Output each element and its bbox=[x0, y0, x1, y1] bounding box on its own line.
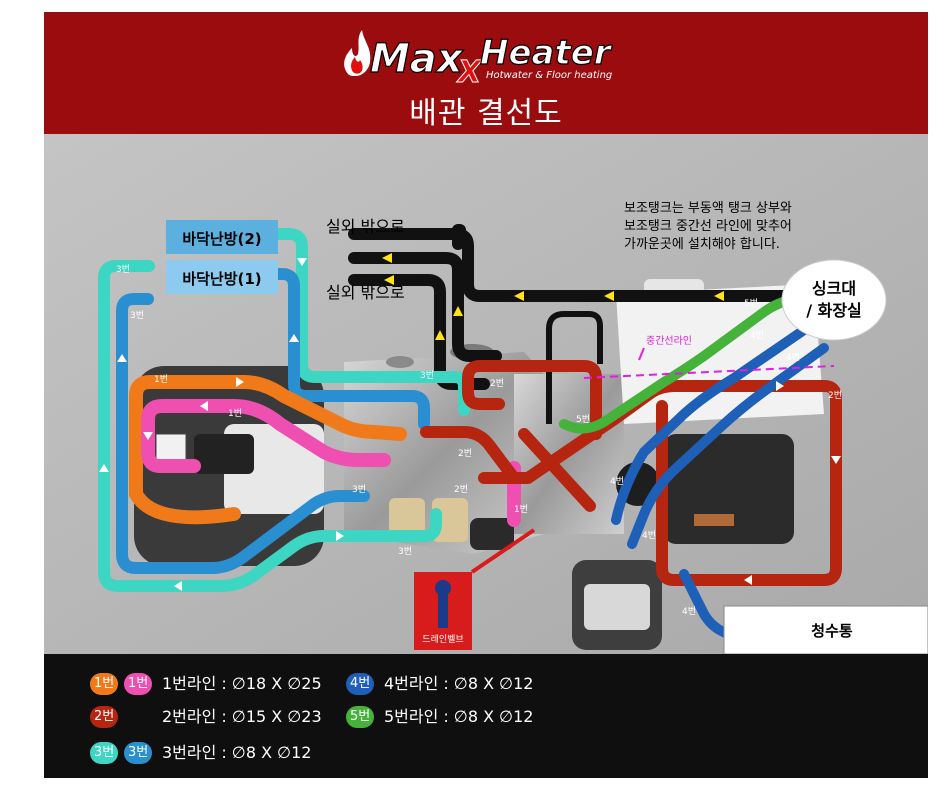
legend-badge-line2: 2번 bbox=[90, 706, 119, 728]
legend-badge-line4: 4번 bbox=[346, 673, 375, 695]
legend-text-line2: 2번라인 : ∅15 X ∅23 bbox=[162, 707, 322, 726]
legend-text-line1: 1번라인 : ∅18 X ∅25 bbox=[162, 674, 322, 693]
label-floor-heating-2: 바닥난방(2) bbox=[182, 230, 261, 248]
tag-line1: 1번 bbox=[514, 504, 528, 515]
drain-valve bbox=[414, 528, 536, 650]
brand-name-max: Max bbox=[370, 36, 464, 82]
tag-line2: 2번 bbox=[490, 378, 504, 389]
flame-icon bbox=[344, 30, 371, 76]
tag-line2: 2번 bbox=[458, 448, 472, 459]
legend-badge-line1-pink: 1번 bbox=[124, 673, 153, 695]
tag-line3: 3번 bbox=[130, 310, 144, 321]
floor-heating-1-box bbox=[166, 260, 278, 294]
label-drain-valve: 드레인벨브 bbox=[422, 634, 463, 645]
line1-orange-pipe bbox=[129, 375, 407, 525]
flow-arrows bbox=[99, 258, 841, 591]
legend-badge-line3-teal: 3번 bbox=[90, 742, 119, 764]
tag-line4: 4번 bbox=[610, 476, 624, 487]
tag-line4: 4번 bbox=[750, 330, 764, 341]
brand-logo: Max X Heater Hotwater & Floor heating bbox=[344, 30, 613, 84]
legend-text-line3: 3번라인 : ∅8 X ∅12 bbox=[162, 743, 312, 762]
piping-diagram-svg: 바닥난방(2) 바닥난방(1) 실외 밖으로 실외 밖으로 보조탱크는 부동액 … bbox=[44, 134, 928, 655]
label-sink-line1: 싱크대 bbox=[812, 279, 856, 298]
legend-panel: 1번 1번 1번라인 : ∅18 X ∅25 4번 4번라인 : ∅8 X ∅1… bbox=[44, 654, 928, 778]
brand-tagline: Hotwater & Floor heating bbox=[486, 70, 612, 81]
tag-line1: 1번 bbox=[154, 374, 168, 385]
diagram-frame: Max X Heater Hotwater & Floor heating 배관… bbox=[44, 12, 928, 778]
floor-heating-2-box bbox=[166, 220, 278, 254]
tag-line2: 2번 bbox=[454, 484, 468, 495]
tag-line3: 3번 bbox=[420, 370, 434, 381]
exhaust-arrows bbox=[382, 253, 724, 340]
label-floor-heating-1: 바닥난방(1) bbox=[182, 270, 261, 288]
legend-badge-line3-blue: 3번 bbox=[124, 742, 153, 764]
tag-line4: 4번 bbox=[642, 530, 656, 541]
legend-text-line5: 5번라인 : ∅8 X ∅12 bbox=[384, 707, 534, 726]
sink-bubble bbox=[781, 259, 887, 341]
tag-line5: 5번 bbox=[576, 414, 590, 425]
tag-line3: 3번 bbox=[116, 264, 130, 275]
label-fresh-water-tank: 청수통 bbox=[811, 622, 853, 640]
midline-pointer bbox=[638, 347, 645, 361]
fresh-water-tank bbox=[723, 605, 928, 655]
page-title: 배관 결선도 bbox=[409, 96, 563, 131]
line3-blue-pipe bbox=[116, 268, 430, 574]
piping-diagram: 바닥난방(2) 바닥난방(1) 실외 밖으로 실외 밖으로 보조탱크는 부동액 … bbox=[44, 134, 928, 655]
label-outdoor-1: 실외 밖으로 bbox=[326, 217, 405, 236]
tag-line3: 3번 bbox=[352, 484, 366, 495]
legend-text-line4: 4번라인 : ∅8 X ∅12 bbox=[384, 674, 534, 693]
brand-name-x: X bbox=[456, 55, 483, 84]
tag-line2: 2번 bbox=[828, 390, 842, 401]
label-midline: 중간선라인 bbox=[646, 335, 692, 347]
legend-badge-line5: 5번 bbox=[346, 706, 375, 728]
midline-marker bbox=[583, 365, 835, 379]
tag-line3: 3번 bbox=[398, 546, 412, 557]
line3-teal-pipe bbox=[98, 228, 470, 592]
line5-green-pipe bbox=[559, 295, 797, 434]
legend-badge-line1-orange: 1번 bbox=[90, 673, 119, 695]
tag-line5: 5번 bbox=[744, 298, 758, 309]
header-banner: Max X Heater Hotwater & Floor heating 배관… bbox=[44, 12, 928, 134]
pipe-tags: 3번 3번 3번 3번 3번 1번 1번 1번 2번 2번 2번 2번 5번 5… bbox=[116, 264, 842, 617]
water-pump bbox=[572, 560, 662, 650]
brand-name-heater: Heater bbox=[480, 33, 613, 73]
vent-pipe bbox=[546, 311, 603, 424]
label-note-line1: 보조탱크는 부동액 탱크 상부와 bbox=[624, 201, 792, 216]
label-outdoor-2: 실외 밖으로 bbox=[326, 283, 405, 302]
label-note-line2: 보조탱크 중간선 라인에 맞추어 bbox=[624, 219, 792, 234]
label-sink-line2: / 화장실 bbox=[806, 301, 862, 320]
tag-line4: 4번 bbox=[682, 606, 696, 617]
tag-line1: 1번 bbox=[228, 408, 242, 419]
label-note-line3: 가까운곳에 설치해야 합니다. bbox=[624, 237, 780, 252]
tag-line4: 4번 bbox=[786, 352, 800, 363]
